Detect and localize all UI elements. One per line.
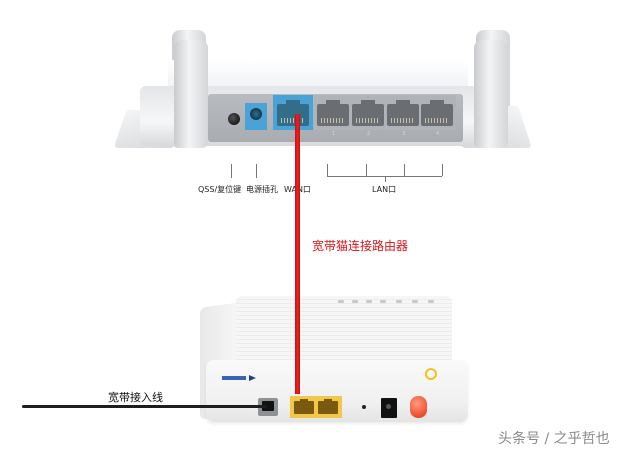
lan-port-number: 2 bbox=[367, 131, 371, 137]
lan-port-2 bbox=[352, 100, 384, 126]
status-led bbox=[338, 300, 344, 303]
status-led bbox=[352, 300, 358, 303]
lan-port-number: 3 bbox=[402, 131, 406, 137]
lan-callout-tick bbox=[327, 164, 328, 176]
reset-callout-line bbox=[231, 164, 232, 178]
modem-lan-port-2 bbox=[318, 399, 338, 414]
connection-label: 宽带猫连接路由器 bbox=[312, 239, 409, 253]
reset-button[interactable] bbox=[228, 113, 240, 125]
lan-port-number: 1 bbox=[332, 131, 336, 137]
left-antenna-front bbox=[174, 40, 208, 148]
status-led bbox=[380, 300, 386, 303]
lan-callout-tick bbox=[404, 164, 405, 176]
router-modem-cable bbox=[295, 114, 300, 394]
lan-callout-bracket bbox=[327, 176, 442, 177]
power-callout-line bbox=[256, 164, 257, 178]
power-jack bbox=[250, 108, 262, 120]
lan-port-number: 4 bbox=[436, 131, 440, 137]
incoming-broadband-cable bbox=[22, 405, 267, 408]
status-led bbox=[412, 300, 418, 303]
lan-port-4 bbox=[421, 100, 453, 126]
incoming-line-label: 宽带接入线 bbox=[108, 391, 163, 404]
wan-port bbox=[277, 100, 309, 126]
reset-pinhole[interactable] bbox=[362, 405, 366, 409]
watermark: 头条号 / 之乎哲也 bbox=[498, 431, 610, 447]
status-led bbox=[428, 300, 434, 303]
lan-callout-tick bbox=[442, 164, 443, 176]
lan-port-3 bbox=[387, 100, 419, 126]
phone-line-jack bbox=[262, 401, 274, 411]
lan-label: LAN口 bbox=[372, 185, 397, 194]
modem-top-cover bbox=[236, 296, 452, 366]
modem-lan-port-1 bbox=[294, 399, 314, 414]
reset-label: QSS/复位键 bbox=[198, 185, 242, 194]
fiber-plug bbox=[410, 396, 427, 418]
lan-callout-tick bbox=[366, 164, 367, 176]
carrier-logo bbox=[222, 374, 258, 382]
right-antenna-front bbox=[474, 40, 508, 148]
status-led bbox=[366, 300, 372, 303]
brand-logo-icon bbox=[425, 368, 437, 380]
lan-callout-center bbox=[385, 176, 386, 182]
modem-power-jack bbox=[381, 398, 397, 418]
power-label: 电源插孔 bbox=[246, 185, 278, 194]
lan-port-1 bbox=[317, 100, 349, 126]
status-led bbox=[396, 300, 402, 303]
